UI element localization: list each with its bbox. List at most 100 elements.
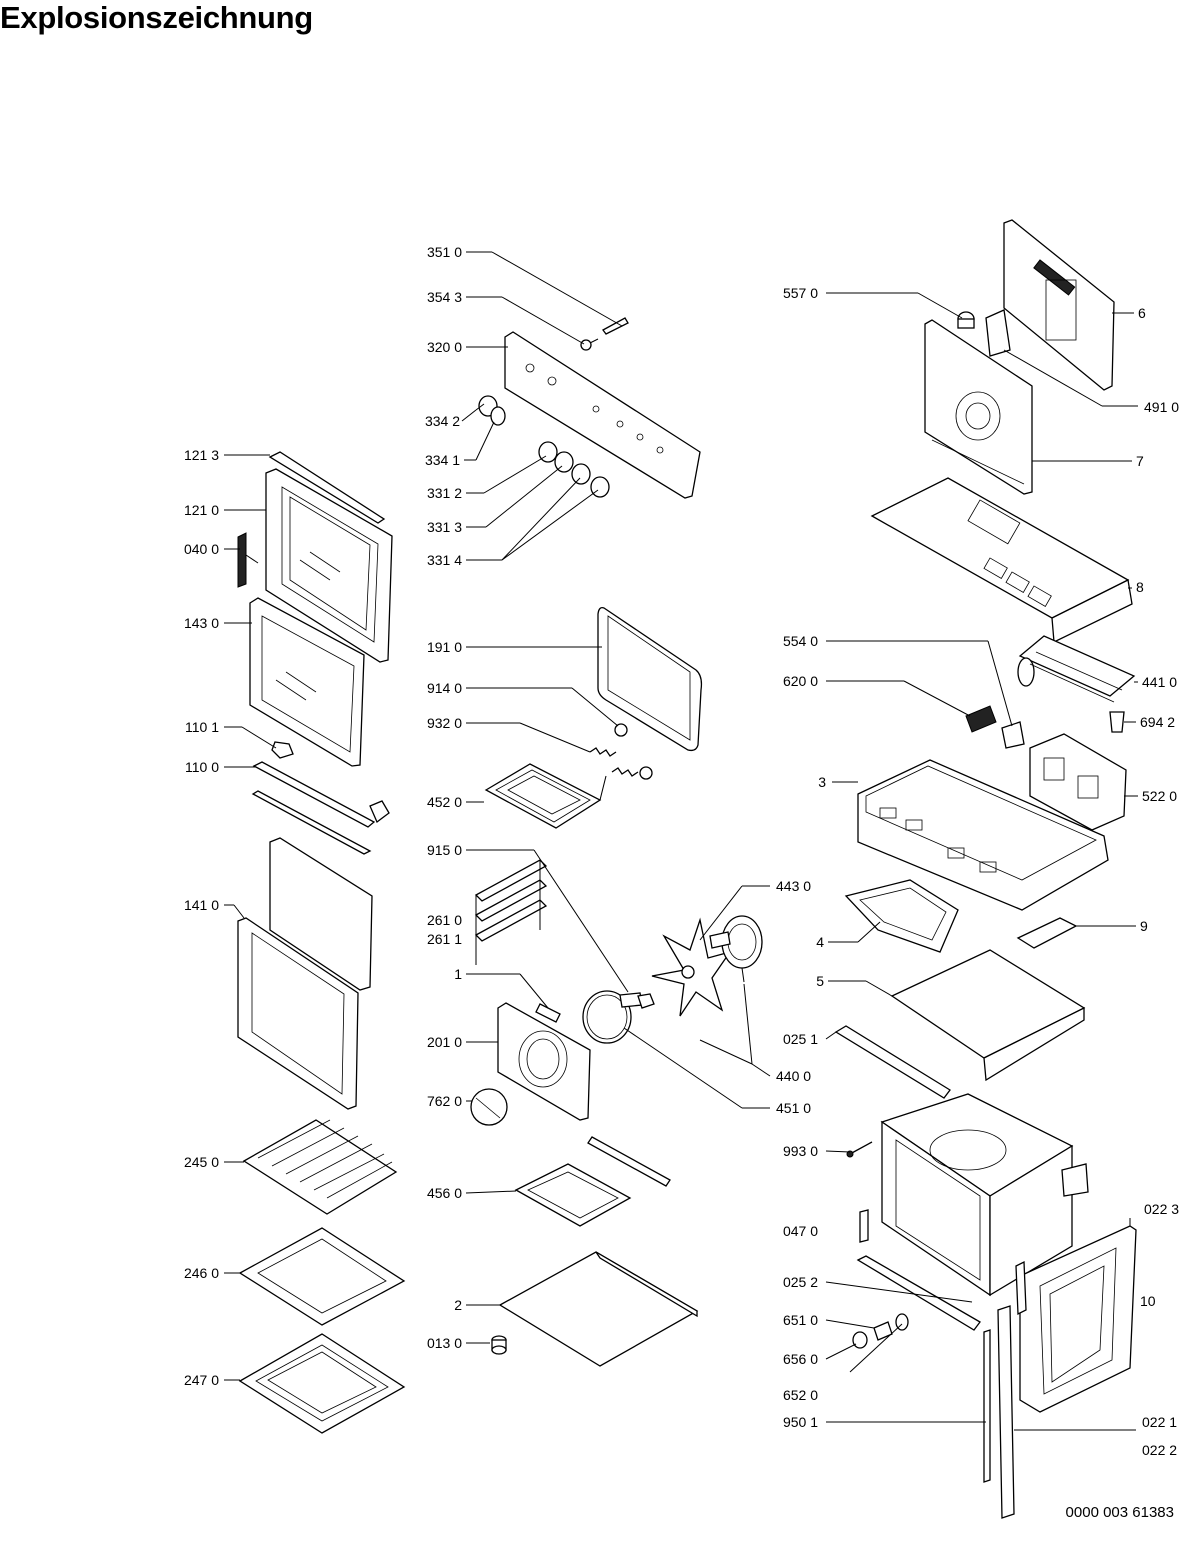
callout-141-0: 141 0 [184,897,219,913]
small-bracket [1016,917,1078,949]
callout-110-0: 110 0 [185,759,219,775]
door-bar [251,761,390,855]
knob-upper [478,395,506,426]
callout-351-0: 351 0 [427,244,462,260]
side-rails [474,859,548,965]
sensor-clip [580,338,599,351]
callout-1: 1 [454,966,462,982]
vertical-strips [983,1305,1015,1519]
baking-tray [238,1227,406,1326]
door-hinge [237,532,259,588]
front-strip-lower [856,1255,981,1331]
rubber-foot [491,1335,507,1355]
top-cover [870,477,1133,644]
callout-022-1: 022 1 [1142,1414,1177,1430]
callout-331-2: 331 2 [427,485,462,501]
callout-246-0: 246 0 [184,1265,219,1281]
callout-022-2: 022 2 [1142,1442,1177,1458]
callout-522-0: 522 0 [1142,788,1177,804]
door-inner-glass [269,837,373,991]
document-number: 0000 003 61383 [1065,1504,1174,1521]
control-panel [504,331,701,499]
lamp-cover [470,1088,508,1126]
oven-seal-gasket [597,606,703,752]
terminal-block [965,705,997,733]
callout-441-0: 441 0 [1142,674,1177,690]
callout-247-0: 247 0 [184,1372,219,1388]
hinge-receiver [1015,1260,1027,1316]
thermostat-knob [957,311,975,329]
callout-354-3: 354 3 [427,289,462,305]
callout-762-0: 762 0 [427,1093,462,1109]
callout-040-0: 040 0 [184,541,219,557]
callout-491-0: 491 0 [1144,399,1179,415]
electronic-module [1029,733,1127,831]
bottom-heating-element [514,1136,671,1227]
callout-143-0: 143 0 [184,615,219,631]
fan-motor [709,915,763,983]
back-wall [924,319,1033,495]
side-door-panel [1019,1225,1137,1413]
heater-springs [589,747,639,777]
bottom-cover-plate [498,1251,699,1367]
callout-245-0: 245 0 [184,1154,219,1170]
cable-duct [844,879,959,953]
callout-932-0: 932 0 [427,715,462,731]
callout-6: 6 [1138,305,1146,321]
screw [846,1141,873,1158]
leader-lines [224,251,1138,1431]
callout-440-0: 440 0 [776,1068,811,1084]
rail-strip [834,1025,951,1099]
callout-labels: 351 0 354 3 320 0 334 2 334 1 331 2 331 … [184,244,1179,1458]
door-outer-glass [237,917,359,1110]
cavity-muffle [880,1093,1089,1297]
callout-452-0: 452 0 [427,794,462,810]
callout-331-3: 331 3 [427,519,462,535]
callout-331-4: 331 4 [427,552,462,568]
callout-121-3: 121 3 [184,447,219,463]
callout-025-2: 025 2 [783,1274,818,1290]
callout-047-0: 047 0 [783,1223,818,1239]
callout-110-1: 110 1 [185,719,219,735]
deep-pan [238,1333,406,1434]
inner-door-frame [249,597,365,767]
fan-blade [651,917,732,1017]
callout-10: 10 [1140,1293,1156,1309]
callout-456-0: 456 0 [427,1185,462,1201]
callout-334-1: 334 1 [425,452,460,468]
door-trim-strip [268,451,386,524]
callout-3: 3 [818,774,826,790]
callout-2: 2 [454,1297,462,1313]
callout-950-1: 950 1 [783,1414,818,1430]
top-heating-element [484,763,607,829]
callout-121-0: 121 0 [184,502,219,518]
callout-557-0: 557 0 [783,285,818,301]
callout-022-3: 022 3 [1144,1201,1179,1217]
fan-heating-ring [582,990,643,1044]
callout-620-0: 620 0 [783,673,818,689]
callout-7: 7 [1136,453,1144,469]
callout-201-0: 201 0 [427,1034,462,1050]
door-spacer [271,741,294,759]
callout-656-0: 656 0 [783,1351,818,1367]
callout-025-1: 025 1 [783,1031,818,1047]
callout-993-0: 993 0 [783,1143,818,1159]
callout-5: 5 [816,973,824,989]
parts-drawing [237,219,1137,1519]
callout-554-0: 554 0 [783,633,818,649]
tangential-fan [1017,635,1136,703]
wire-rack [242,1119,398,1215]
callout-191-0: 191 0 [427,639,462,655]
fan-nut [637,993,655,1009]
fan-cover [497,1002,591,1121]
callout-8: 8 [1136,579,1144,595]
upper-side-shelf [890,949,1086,1082]
control-housing [857,759,1109,911]
lamp-holder [614,723,653,780]
callout-334-2: 334 2 [425,413,460,429]
lock-bracket [859,1209,869,1243]
callout-451-0: 451 0 [776,1100,811,1116]
knob-parts-lower [852,1313,909,1349]
callout-9: 9 [1140,918,1148,934]
